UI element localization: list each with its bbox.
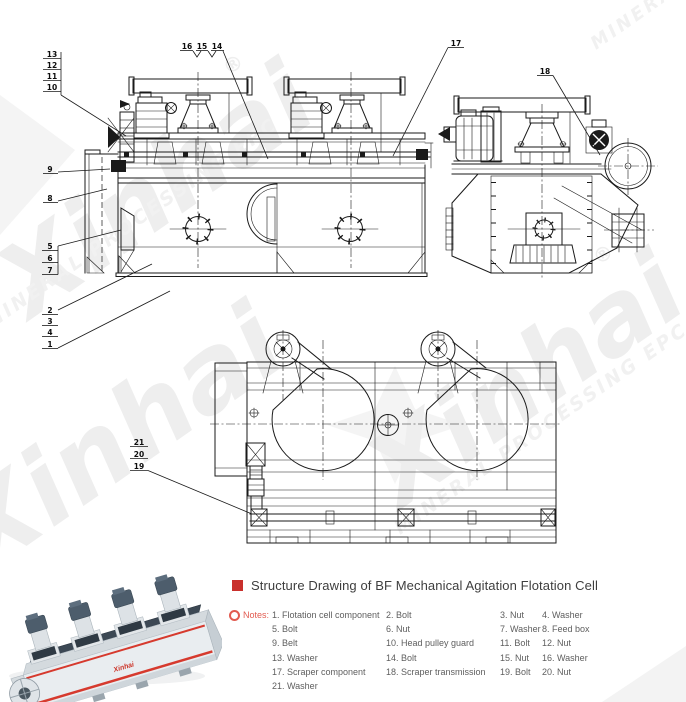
callout-3: 3 [47,317,52,326]
callout-stack-5-6-7: 5 6 7 [42,229,122,275]
note-item: 2. Bolt [386,610,412,621]
note-item: 16. Washer [542,652,588,663]
plan-bottom-frame [246,529,557,544]
belt-pulley-1 [262,330,332,400]
svg-text:17: 17 [451,39,461,48]
notes-row: 5. Bolt 6. Nut 7. Washer 8. Feed box [229,622,590,636]
note-item: 1. Flotation cell component [272,610,380,621]
arrow-left-icon [438,127,450,141]
callout-7: 7 [47,266,52,275]
notes-label: Notes: [243,610,270,621]
callout-19: 19 [134,462,144,471]
svg-text:9: 9 [47,165,52,174]
callout-8: 8 [43,188,108,203]
notes-row: Notes: 1. Flotation cell component 2. Bo… [229,608,590,622]
plan-bolts [248,407,414,419]
callout-9: 9 [43,165,111,174]
tank-body [115,164,428,277]
note-item: 5. Bolt [272,624,298,635]
callout-13: 13 [47,50,57,59]
belt-pulley-2 [417,330,487,400]
callout-1: 1 [47,340,52,349]
notes-row: 17. Scraper component 18. Scraper transm… [229,665,590,679]
callout-18: 18 [537,67,601,156]
callout-stack-13-12-11-10: 13 12 11 10 [43,50,127,137]
callout-16: 16 [182,42,192,51]
scraper-bolt-assembly [245,442,266,510]
note-item: 13. Washer [272,652,318,663]
corner-watermark-swoosh [602,646,686,702]
note-item: 20. Nut [542,666,572,677]
page-title: Structure Drawing of BF Mechanical Agita… [251,578,598,593]
side-agitator-cone [514,111,570,164]
callout-12: 12 [47,61,57,70]
handwheel [377,414,399,436]
callout-4: 4 [47,328,52,337]
notes-block: Notes: 1. Flotation cell component 2. Bo… [229,608,590,693]
note-item: 7. Washer [500,624,541,635]
callout-17: 17 [392,39,464,157]
caption-bullet-icon [232,580,243,591]
callout-5: 5 [47,242,52,251]
callout-labels: 13 12 11 10 16 15 14 17 [42,39,601,515]
scraper-shaft [249,508,557,527]
callout-20: 20 [134,450,144,459]
front-view [84,72,434,277]
notes-icon [229,609,240,621]
note-item: 21. Washer [272,681,318,692]
agitator-cone-left [177,94,219,134]
watermark-layer: Xinhai ® MINERAL PROCESSING EPC Xinhai ®… [0,0,686,565]
belt-drive-bracket [107,100,135,172]
note-item: 19. Bolt [500,666,531,677]
deck-frame [117,132,434,169]
callout-stack-2-3-4-1: 2 3 4 1 [42,263,171,349]
notes-row: 21. Washer [229,679,590,693]
rotor-housing-2 [425,368,529,472]
product-photo: Xinhai [9,574,222,702]
section-caption: Structure Drawing of BF Mechanical Agita… [232,578,598,593]
note-item: 8. Feed box [542,624,590,635]
callout-6: 6 [47,254,52,263]
watermark-tagline-top-right: MINERAL PROCESSING EPC [587,0,686,54]
callout-14: 14 [212,42,222,51]
note-item: 14. Bolt [386,652,417,663]
notes-row: 13. Washer 14. Bolt 15. Nut 16. Washer [229,651,590,665]
note-item: 15. Nut [500,652,530,663]
svg-text:8: 8 [47,194,52,203]
note-item: 18. Scraper transmission [386,666,486,677]
scraper-transmission [585,119,613,154]
svg-text:18: 18 [540,67,550,76]
note-item: 3. Nut [500,610,525,621]
callout-21: 21 [134,438,144,447]
head-pulley [553,138,658,244]
notes-row: 9. Belt 10. Head pulley guard 11. Bolt 1… [229,636,590,650]
callout-2: 2 [47,306,52,315]
note-item: 17. Scraper component [272,666,366,677]
flotation-machine: Xinhai [9,574,222,702]
callout-row-16-15-14: 16 15 14 [180,42,269,160]
agitator-cone-right [331,94,373,134]
note-item: 4. Washer [542,610,583,621]
watermark-swoosh-top-left [0,95,75,235]
note-item: 11. Bolt [500,638,530,649]
callout-15: 15 [197,42,207,51]
callout-11: 11 [47,72,57,81]
motor-right [288,91,332,139]
note-item: 6. Nut [386,624,411,635]
structure-drawing-canvas: Xinhai ® MINERAL PROCESSING EPC Xinhai ®… [0,0,686,565]
plan-view [210,330,562,544]
rotor-housing-1 [271,368,375,472]
callout-stack-21-20-19: 21 20 19 [130,438,253,515]
note-item: 10. Head pulley guard [386,638,475,649]
machine-cell-units [25,574,191,665]
note-item: 9. Belt [272,638,298,649]
note-item: 12. Nut [542,638,572,649]
side-motor [438,106,503,165]
callout-10: 10 [47,83,57,92]
side-tank [445,163,654,274]
machine-scraper-wheel [9,674,41,702]
